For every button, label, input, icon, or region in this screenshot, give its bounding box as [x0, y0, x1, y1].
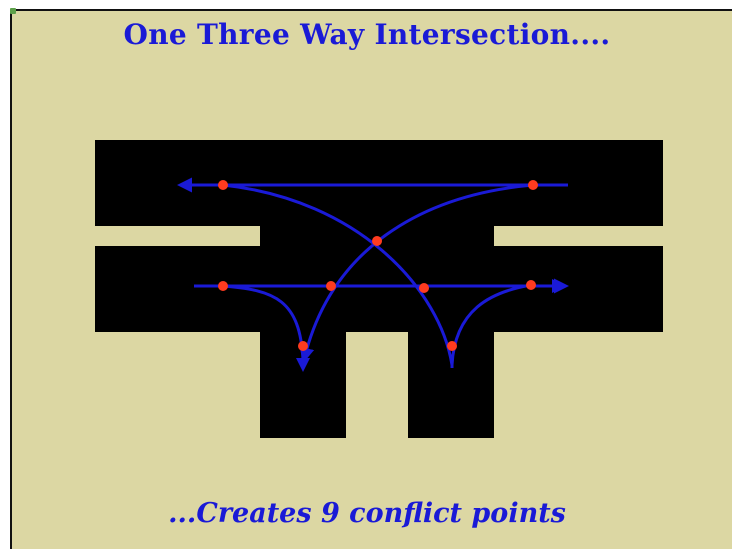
- arrow-left-icon: [180, 178, 192, 192]
- conflict-point: [526, 280, 536, 290]
- path-west-left-turn: [299, 183, 534, 363]
- conflict-point: [298, 341, 308, 351]
- conflict-point: [326, 281, 336, 291]
- road-top-lane: [95, 140, 663, 226]
- conflict-point: [528, 180, 538, 190]
- arrow-right-icon: [552, 279, 566, 293]
- conflict-points: [218, 180, 538, 351]
- road-surface: [95, 140, 663, 438]
- path-leg-right-left-turn: [222, 183, 454, 366]
- vehicle-paths: [177, 177, 569, 368]
- conflict-point: [218, 180, 228, 190]
- conflict-point: [218, 281, 228, 291]
- slide-title: One Three Way Intersection....: [123, 18, 611, 51]
- conflict-point: [447, 341, 457, 351]
- slide-subtitle: ...Creates 9 conflict points: [168, 498, 566, 529]
- arrow-down-icon: [296, 358, 310, 372]
- road-middle-lane: [95, 246, 663, 332]
- conflict-point: [372, 236, 382, 246]
- conflict-point: [419, 283, 429, 293]
- corner-mark: [10, 8, 16, 14]
